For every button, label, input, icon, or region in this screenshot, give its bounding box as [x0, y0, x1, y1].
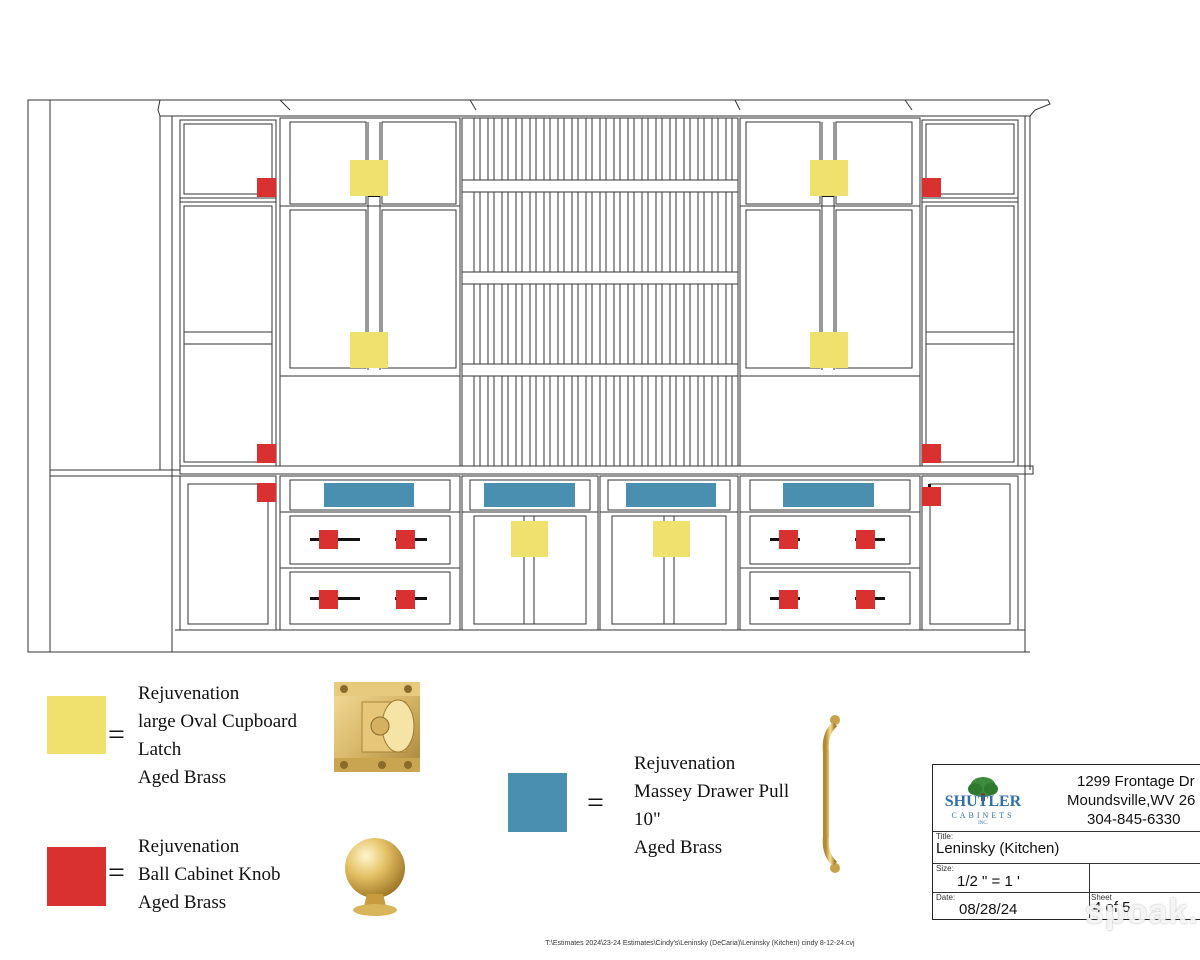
knob-marker — [257, 444, 276, 463]
phone-number: 304-845-6330 — [1087, 811, 1181, 828]
knob-marker — [856, 530, 875, 549]
drawer-pull-photo — [822, 715, 840, 873]
logo-name: SHUTLER — [944, 793, 1022, 810]
knob-marker — [779, 590, 798, 609]
pull-marker — [484, 483, 575, 507]
file-path: T:\Estimates 2024\23-24 Estimates\Cindy'… — [545, 940, 855, 947]
knob-marker — [922, 444, 941, 463]
spoak-watermark: spoak. — [1085, 893, 1199, 931]
cupboard-latch-photo — [334, 682, 420, 772]
latch-marker — [810, 332, 848, 368]
shutler-logo — [968, 777, 998, 801]
logo-sub: CABINETS — [951, 811, 1015, 820]
size-label: Size: — [936, 864, 954, 873]
knob-marker — [319, 590, 338, 609]
knob-marker — [856, 590, 875, 609]
sheet-number: 4 of 5 — [1093, 899, 1131, 916]
knob-marker — [396, 530, 415, 549]
ball-knob-photo — [345, 838, 405, 916]
equals-sign: = — [587, 786, 604, 819]
latch-marker — [350, 332, 388, 368]
latch-marker — [511, 521, 548, 557]
latch-marker — [653, 521, 690, 557]
knob-marker — [396, 590, 415, 609]
drawing-date: 08/28/24 — [959, 901, 1018, 918]
pull-marker — [324, 483, 414, 507]
title-block: SHUTLER CABINETS INC. 1299 Frontage Dr M… — [932, 764, 1200, 921]
logo-inc: INC. — [978, 821, 988, 826]
pull-marker — [783, 483, 874, 507]
pull-marker — [626, 483, 716, 507]
knob-marker — [319, 530, 338, 549]
title-label: Title: — [936, 832, 954, 841]
date-label: Date: — [936, 893, 956, 902]
equals-sign: = — [108, 856, 125, 889]
knob-marker — [257, 483, 276, 502]
latch-marker — [350, 160, 388, 196]
pull-legend-swatch — [508, 773, 567, 832]
knob-marker — [922, 487, 941, 506]
drawing-title: Leninsky (Kitchen) — [936, 840, 1060, 857]
latch-marker — [810, 160, 848, 196]
latch-legend-text: Rejuvenation large Oval Cupboard Latch A… — [138, 683, 297, 788]
knob-marker — [779, 530, 798, 549]
knob-legend-text: Rejuvenation Ball Cabinet Knob Aged Bras… — [138, 836, 281, 913]
knob-marker — [922, 178, 941, 197]
equals-sign: = — [108, 718, 125, 751]
address-line-2: Moundsville,WV 26 — [1067, 792, 1196, 809]
address-line-1: 1299 Frontage Dr — [1077, 773, 1195, 790]
drawing-scale: 1/2 " = 1 ' — [957, 873, 1020, 890]
pull-legend-text: Rejuvenation Massey Drawer Pull 10" Aged… — [634, 753, 790, 858]
cabinet-elevation-drawing — [27, 99, 1051, 653]
latch-legend-swatch — [47, 696, 106, 754]
knob-marker — [257, 178, 276, 197]
sheet-label: Sheet — [1091, 893, 1112, 902]
knob-legend-swatch — [47, 847, 106, 906]
